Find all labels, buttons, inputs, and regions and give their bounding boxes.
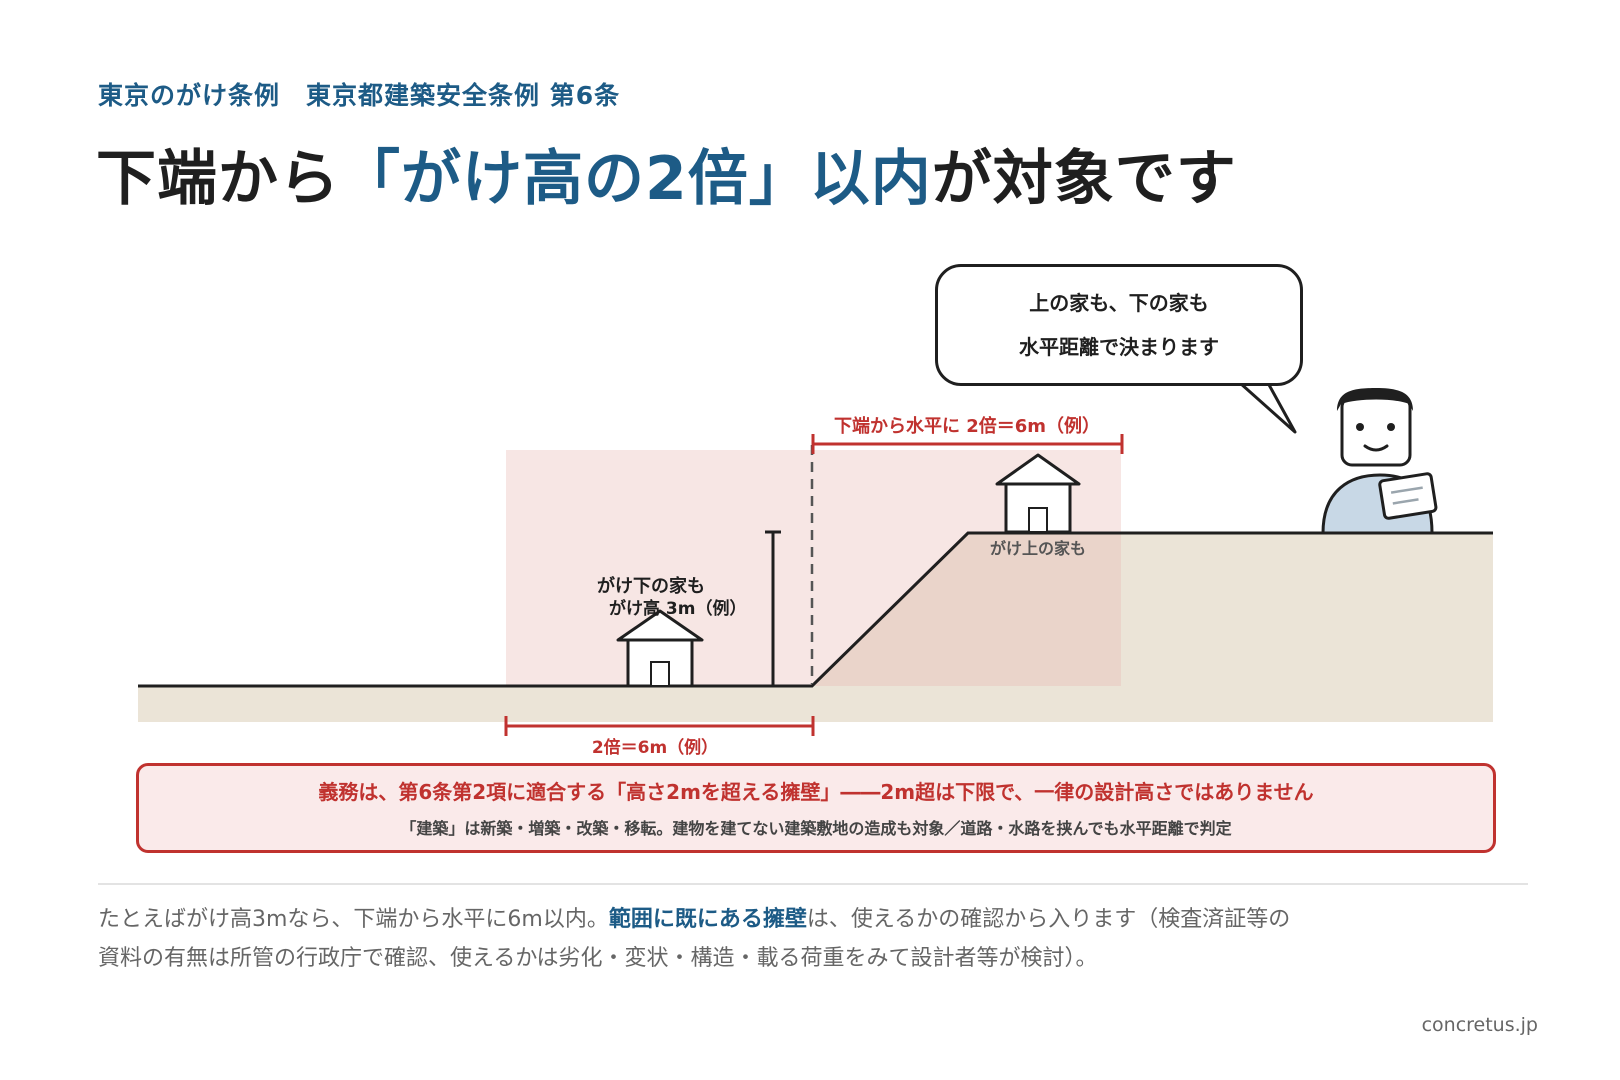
- source-credit: concretus.jp: [1421, 1014, 1538, 1036]
- body-text-post: は、使えるかの確認から入ります（検査済証等の資料の有無は所管の行政庁で確認、使え…: [98, 907, 1291, 971]
- bubble-tail: [1238, 381, 1297, 434]
- divider: [98, 883, 1528, 885]
- upper-ground: [812, 533, 1493, 686]
- cliff-height-label: がけ高 3m（例）: [609, 598, 746, 619]
- lower-ground: [138, 686, 1493, 722]
- ground-line: [138, 531, 1493, 688]
- upper-dimension-label: 下端から水平に 2倍＝6m（例）: [834, 415, 1100, 437]
- body-text-pre: たとえばがけ高3mなら、下端から水平に6m以内。: [98, 907, 609, 932]
- body-text-emphasis: 範囲に既にある擁壁: [608, 907, 807, 932]
- bubble-line-1: 上の家も、下の家も: [1029, 291, 1209, 315]
- lower-house-icon: [616, 609, 704, 688]
- lower-dimension-label: 2倍＝6m（例）: [592, 737, 718, 758]
- lower-house-label: がけ下の家も: [597, 575, 705, 597]
- kicker-title: 東京のがけ条例 東京都建築安全条例 第6条: [98, 81, 621, 110]
- upper-house-label: がけ上の家も: [990, 539, 1086, 558]
- note-main-text: 義務は、第6条第2項に適合する「高さ2mを超える擁壁」――2m超は下限で、一律の…: [318, 780, 1314, 804]
- bubble-line-2: 水平距離で決まります: [1019, 335, 1219, 359]
- headline-part-pre: 下端から: [96, 144, 340, 214]
- obligation-note-box: 義務は、第6条第2項に適合する「高さ2mを超える擁壁」――2m超は下限で、一律の…: [136, 763, 1496, 853]
- headline-part-post: が対象です: [931, 144, 1237, 214]
- upper-house-icon: [995, 453, 1081, 534]
- headline-highlight-within: 以内: [809, 144, 932, 214]
- speech-bubble: 上の家も、下の家も 水平距離で決まります: [935, 264, 1303, 386]
- page-title: 下端から「がけ高の2倍」以内が対象です: [96, 130, 1237, 217]
- person-icon: [1321, 388, 1438, 535]
- note-sub-text: 「建築」は新築・増築・改築・移転。建物を建てない建築敷地の造成も対象／道路・水路…: [400, 819, 1232, 838]
- body-paragraph: たとえばがけ高3mなら、下端から水平に6m以内。範囲に既にある擁壁は、使えるかの…: [98, 900, 1298, 978]
- headline-highlight-ratio: 「がけ高の2倍」: [340, 144, 810, 214]
